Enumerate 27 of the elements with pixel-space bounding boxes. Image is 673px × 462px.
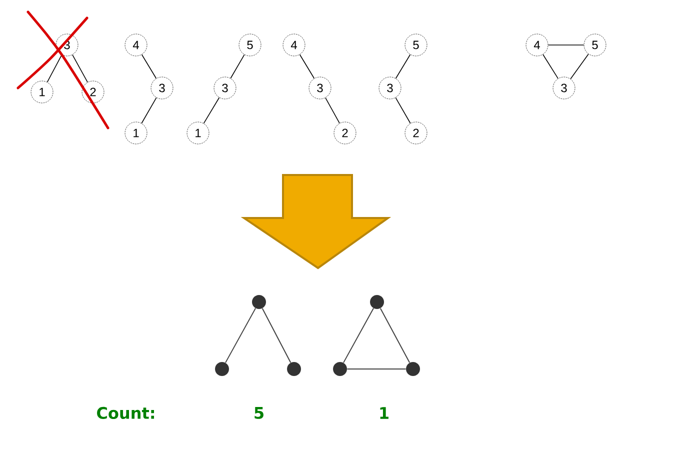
edge-line (141, 97, 157, 124)
vertex-dot (406, 362, 420, 376)
vertex-dot (215, 362, 229, 376)
edge-line (395, 97, 411, 124)
edge-line (342, 308, 374, 364)
vertex-dot (333, 362, 347, 376)
edge-line (395, 54, 411, 79)
edge-line (203, 97, 220, 124)
edge-line (262, 308, 292, 364)
vertex-dot (287, 362, 301, 376)
edge-line (230, 54, 245, 79)
vertex-dot (252, 294, 266, 309)
edge-line (224, 308, 256, 364)
edge-line (380, 308, 410, 364)
vertex-dot (370, 294, 384, 309)
count-label: Count: (97, 406, 154, 420)
edge-line (325, 97, 340, 124)
count-label: 5 (254, 407, 264, 419)
edge-line (72, 54, 88, 83)
count-label: 1 (380, 407, 388, 419)
edge-line (542, 54, 558, 79)
edge-line (346, 368, 406, 370)
edge-line (299, 54, 315, 79)
edge-line (548, 44, 584, 46)
edge-line (141, 54, 157, 79)
edge-line (570, 54, 589, 80)
edge-line (46, 54, 62, 82)
